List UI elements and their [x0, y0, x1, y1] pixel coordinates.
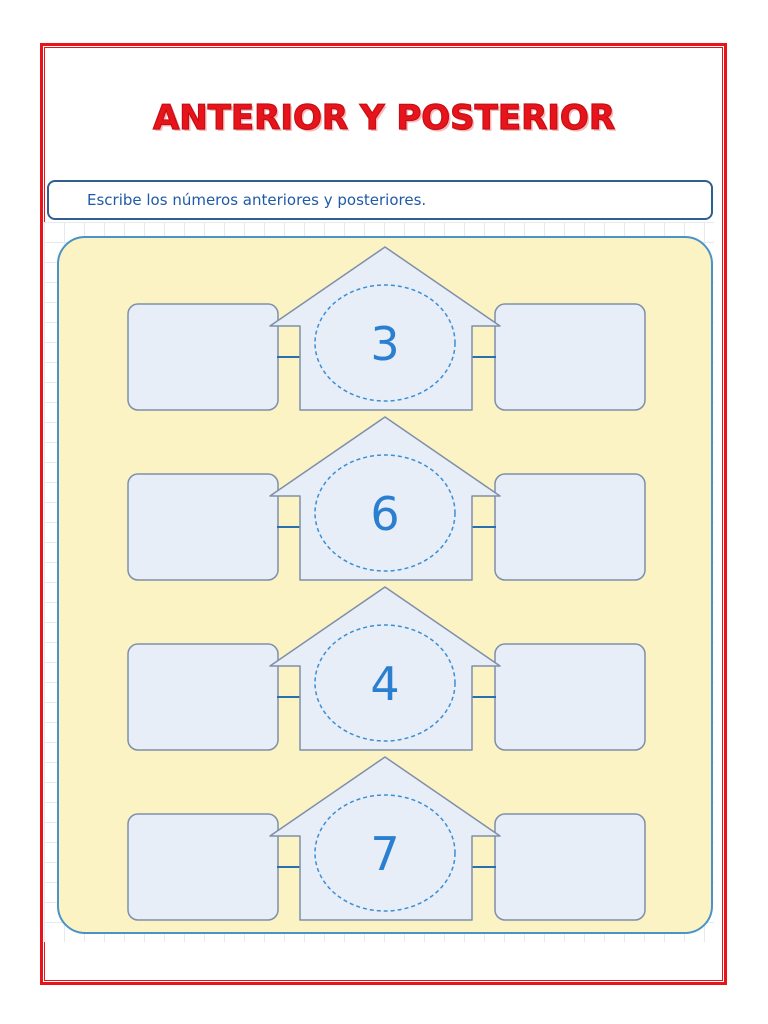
exercise-row: 3: [127, 246, 646, 411]
number-dashed-oval: [314, 794, 456, 912]
number-dashed-oval: [314, 454, 456, 572]
before-answer-box[interactable]: [127, 303, 279, 411]
number-dashed-oval: [314, 284, 456, 402]
house-number: 6: [370, 487, 399, 541]
house-number: 3: [370, 317, 399, 371]
before-answer-box[interactable]: [127, 813, 279, 921]
page-border: [40, 43, 727, 985]
exercise-row: 4: [127, 586, 646, 751]
instruction-box: Escribe los números anteriores y posteri…: [47, 180, 713, 220]
after-answer-box[interactable]: [494, 643, 646, 751]
instruction-text: Escribe los números anteriores y posteri…: [87, 191, 427, 209]
after-answer-box[interactable]: [494, 813, 646, 921]
number-dashed-oval: [314, 624, 456, 742]
house-shape: [269, 416, 501, 581]
house-number: 4: [370, 657, 399, 711]
after-answer-box[interactable]: [494, 473, 646, 581]
house-shape: [269, 586, 501, 751]
after-answer-box[interactable]: [494, 303, 646, 411]
page-title: ANTERIOR Y POSTERIOR: [152, 97, 616, 138]
house-shape: [269, 756, 501, 921]
before-answer-box[interactable]: [127, 473, 279, 581]
exercise-row: 6: [127, 416, 646, 581]
house-shape: [269, 246, 501, 411]
before-answer-box[interactable]: [127, 643, 279, 751]
exercise-row: 7: [127, 756, 646, 921]
house-number: 7: [370, 827, 399, 881]
